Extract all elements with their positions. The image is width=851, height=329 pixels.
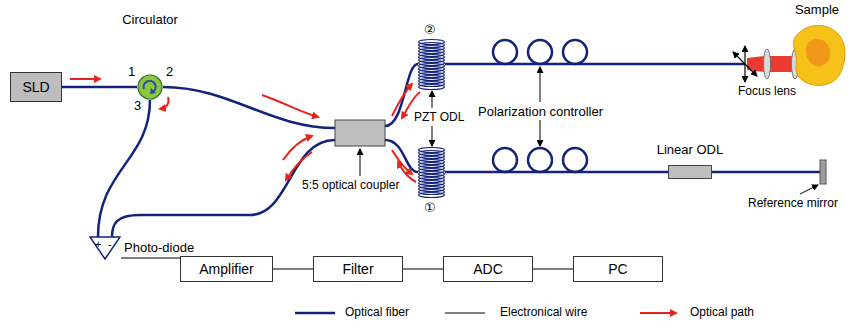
wire-connector [121,257,180,258]
sample: Sample [786,2,848,92]
legend-label: Optical path [690,305,754,320]
part-label: Focus lens [738,84,796,99]
sample-tissue [786,22,848,90]
legend-label: Optical fiber [345,305,409,320]
optical-coupler [335,120,385,146]
leader-lines [360,67,818,194]
part-label: 2 [166,64,173,79]
optical-fibers [98,40,820,237]
odl-box [668,165,712,179]
node-label: ADC [473,262,503,277]
part-label: 1 [128,64,135,79]
part-label: Reference mirror [748,196,838,211]
coil-winding [419,193,445,198]
part-label: 5:5 optical coupler [302,178,399,193]
coil-body [418,40,445,88]
node-label: Photo-diode [124,240,194,255]
part-label: 3 [134,98,141,113]
part-label: PZT ODL [414,110,464,125]
linear-odl: Linear ODL [650,142,730,182]
node-label: Sample [786,2,848,17]
process-box: ADC [443,256,533,282]
part-label: ② [424,22,436,37]
process-box: PC [573,256,663,282]
part-label: ① [424,200,436,215]
part-label: - [108,237,112,252]
reference-mirror [820,160,826,184]
photodiode-symbol [89,236,121,260]
circulator-symbol [137,74,163,100]
coil-body [418,148,445,196]
part-label: + [95,237,101,252]
process-box: Filter [313,256,403,282]
node-label: Linear ODL [650,142,730,157]
wire-connector [273,268,313,269]
lens [764,49,771,79]
legend-sample [295,312,335,315]
part-label: Polarization controller [478,104,603,119]
optical-path-arrows [70,79,420,182]
wire-connector [533,268,573,269]
process-box: Amplifier [180,256,273,282]
node-label: PC [608,262,627,277]
light-source-box: SLD [10,72,62,102]
node-label: SLD [22,80,49,95]
scan-arrows [733,46,757,82]
legend-label: Electronical wire [500,305,587,320]
coil-winding [419,85,445,90]
fiber-connector [62,86,137,89]
legend-sample [640,312,676,314]
node-label: Amplifier [199,262,253,277]
node-label: Filter [342,262,373,277]
wire-connector [403,268,443,269]
legend-sample [445,313,485,314]
node-label: Circulator [110,12,190,27]
circulator: Circulator [110,12,190,102]
